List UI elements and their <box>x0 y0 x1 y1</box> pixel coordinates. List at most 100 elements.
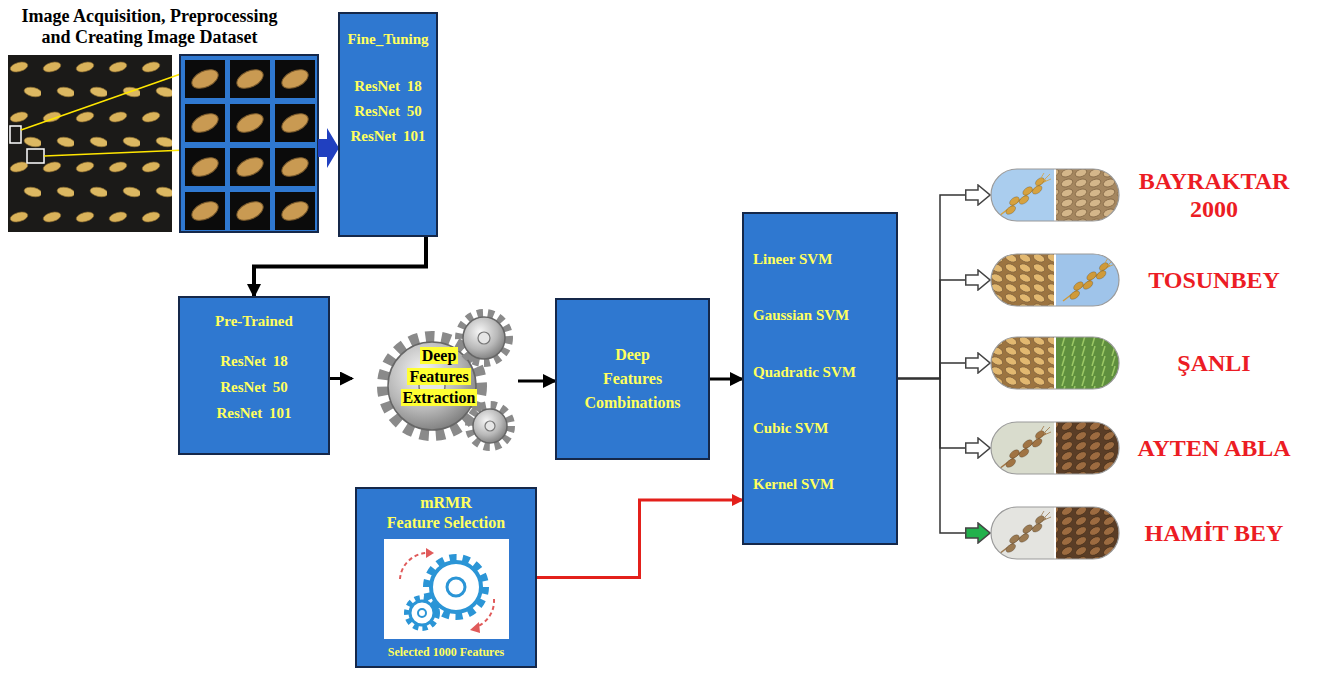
pill-images <box>991 254 1119 306</box>
box-heading: mRMR <box>420 494 472 511</box>
wheat-spike <box>999 426 1051 469</box>
grain-photo <box>1056 169 1119 221</box>
classifier-box: Lineer SVM Gaussian SVM Quadratic SVM Cubic… <box>742 212 898 545</box>
class-pill: BAYRAKTAR 2000 <box>990 168 1120 222</box>
flow-arrow <box>318 128 339 168</box>
text-holder: Cubic SVM <box>753 419 828 437</box>
arrow-connector <box>898 363 990 379</box>
classifier-name: Quadratic SVM <box>753 364 856 380</box>
process-box: Deep Features Combinations <box>555 298 710 460</box>
gear-figure: Deep Features Extraction <box>352 302 518 462</box>
spike-photo <box>991 422 1054 474</box>
model-list: ResNet 18 ResNet 50 ResNet 101 <box>216 353 291 421</box>
wheat-spike <box>999 173 1051 216</box>
spike-photo <box>991 169 1054 221</box>
pill-outline <box>991 254 1119 306</box>
text-holder: Feature Selection <box>387 513 505 533</box>
text-holder: ŞANLI <box>1128 349 1300 377</box>
arrow-connector <box>898 280 990 379</box>
dataset-tiles <box>185 60 315 230</box>
arrow-connector <box>518 380 555 383</box>
grain-photo <box>991 254 1054 306</box>
grain-photo <box>1056 422 1119 474</box>
class-pill: HAMİT BEY <box>990 506 1120 560</box>
pill-outline <box>991 337 1119 389</box>
text-holder: TOSUNBEY <box>1128 266 1300 294</box>
cycle-arrow-head <box>426 548 434 558</box>
gear-body <box>431 562 481 612</box>
classifier-name: Gaussian SVM <box>753 307 849 323</box>
text-holder: Image Acquisition, Preprocessing and Cre… <box>12 6 287 48</box>
text-holder: BAYRAKTAR 2000 <box>1128 167 1300 223</box>
gear-teeth <box>469 405 511 447</box>
class-name: TOSUNBEY <box>1148 267 1280 293</box>
cycle-arrow-head <box>470 622 480 633</box>
cycle-arrow <box>400 553 426 579</box>
gear-body <box>473 409 507 443</box>
gear-teeth <box>427 558 485 616</box>
class-name: ŞANLI <box>1177 350 1250 376</box>
text-holder: Deep Features Extraction <box>396 345 482 408</box>
arrow-connector <box>330 377 352 380</box>
wheat-spike <box>999 511 1051 554</box>
arrow-connector <box>254 237 426 296</box>
arrow-connector <box>710 378 742 381</box>
text-holder: Deep Features Combinations <box>581 343 685 415</box>
section-heading: Image Acquisition, Preprocessing and Cre… <box>22 6 278 47</box>
wheat-pill <box>990 336 1120 390</box>
class-name: BAYRAKTAR 2000 <box>1139 168 1290 222</box>
spike-photo <box>1056 254 1119 306</box>
text-holder: ResNet 18 ResNet 50 ResNet 101 <box>209 348 299 426</box>
grain-photo <box>991 337 1054 389</box>
arrow-connector <box>537 500 742 578</box>
text-holder: Quadratic SVM <box>753 363 856 381</box>
text-holder: Fine_Tuning <box>347 30 428 48</box>
crop-marker <box>10 126 21 143</box>
dataset-panel <box>180 55 318 232</box>
pill-images <box>991 422 1119 474</box>
crop-leader <box>21 70 192 130</box>
box-heading: Pre-Trained <box>215 313 293 329</box>
box-note: Selected 1000 Features <box>388 645 504 659</box>
box-heading: Feature Selection <box>387 514 505 531</box>
arrow-connector <box>898 379 990 449</box>
gear-body <box>463 317 505 359</box>
text-holder: Kernel SVM <box>753 475 834 493</box>
arrow-connector <box>898 195 990 379</box>
text-holder: Selected 1000 Features <box>388 645 504 660</box>
text-holder: HAMİT BEY <box>1128 519 1300 547</box>
text-holder: Gaussian SVM <box>753 306 849 324</box>
spike-photo <box>991 507 1054 559</box>
text-holder: Lineer SVM <box>753 250 832 268</box>
wheat-pill <box>990 168 1120 222</box>
class-name: AYTEN ABLA <box>1137 435 1290 461</box>
box-heading: Deep Features Combinations <box>584 346 680 411</box>
pill-outline <box>991 422 1119 474</box>
text-holder: Pre-Trained <box>215 312 293 330</box>
text-holder: AYTEN ABLA <box>1128 434 1300 462</box>
gear-teeth <box>459 313 509 363</box>
pill-images <box>991 169 1119 221</box>
class-pill: AYTEN ABLA <box>990 421 1120 475</box>
wheat-spike <box>1063 258 1115 301</box>
process-box: Fine_TuningResNet 18 ResNet 50 ResNet 10… <box>338 12 438 237</box>
crop-leader <box>44 150 186 156</box>
class-pill: ŞANLI <box>990 336 1120 390</box>
pill-outline <box>991 507 1119 559</box>
figure-caption: Deep Features Extraction <box>401 347 478 406</box>
gear-hub <box>447 578 465 596</box>
gear-teeth <box>407 598 437 628</box>
box-heading: Fine_Tuning <box>347 31 428 47</box>
class-pill: TOSUNBEY <box>990 253 1120 307</box>
grain-photo <box>1056 507 1119 559</box>
pill-images <box>991 507 1119 559</box>
process-box: Pre-TrainedResNet 18 ResNet 50 ResNet 10… <box>178 296 330 455</box>
gear-hub <box>478 332 490 344</box>
model-list: ResNet 18 ResNet 50 ResNet 101 <box>350 78 425 144</box>
text-holder: ResNet 18 ResNet 50 ResNet 101 <box>346 74 430 149</box>
gear-hub <box>418 609 426 617</box>
wheat-pill <box>990 421 1120 475</box>
field-photo <box>1056 337 1119 389</box>
wheat-pill <box>990 253 1120 307</box>
